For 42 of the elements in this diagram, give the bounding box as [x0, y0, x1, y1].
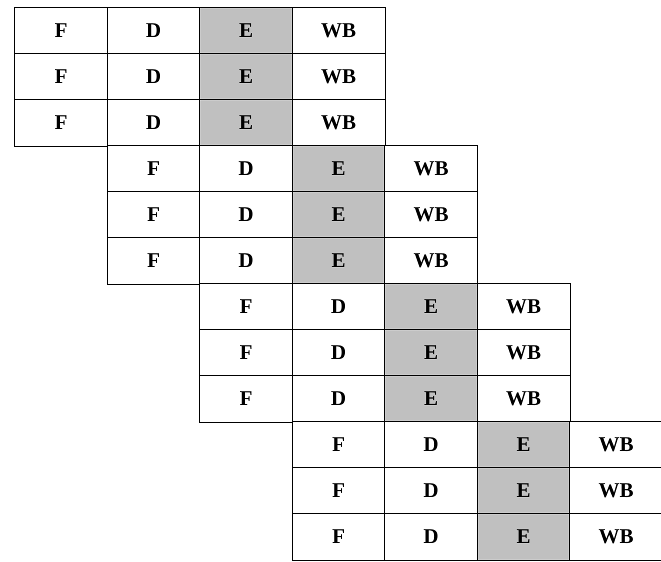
pipeline-stage-cell: E [384, 329, 478, 376]
pipeline-stage-cell: F [292, 513, 386, 560]
pipeline-stage-cell: F [106, 145, 200, 192]
pipeline-stage-cell: E [476, 513, 570, 560]
pipeline-stage-cell: F [292, 421, 386, 468]
pipeline-stage-cell: E [199, 53, 293, 100]
pipeline-stage-cell: WB [292, 53, 386, 100]
pipeline-stage-cell: E [292, 145, 386, 192]
pipeline-stage-cell: WB [384, 237, 478, 284]
pipeline-stage-cell: WB [292, 7, 386, 54]
pipeline-stage-cell: E [384, 283, 478, 330]
pipeline-stage-cell: WB [384, 191, 478, 238]
pipeline-stage-cell: F [14, 99, 108, 146]
pipeline-stage-cell: E [292, 191, 386, 238]
pipeline-stage-cell: E [199, 99, 293, 146]
pipeline-stage-cell: WB [569, 513, 661, 560]
pipeline-stage-cell: F [199, 283, 293, 330]
pipeline-stage-cell: E [476, 467, 570, 514]
pipeline-stage-cell: F [106, 191, 200, 238]
pipeline-stage-cell: WB [569, 467, 661, 514]
pipeline-stage-cell: WB [476, 283, 570, 330]
pipeline-stage-cell: WB [384, 145, 478, 192]
pipeline-stage-cell: F [106, 237, 200, 284]
pipeline-stage-cell: E [292, 237, 386, 284]
pipeline-stage-cell: E [199, 7, 293, 54]
pipeline-stage-cell: WB [476, 375, 570, 422]
pipeline-stage-cell: D [199, 191, 293, 238]
pipeline-stage-cell: F [199, 375, 293, 422]
pipeline-stage-cell: WB [292, 99, 386, 146]
pipeline-stage-cell: F [14, 7, 108, 54]
pipeline-stage-cell: F [14, 53, 108, 100]
pipeline-stage-cell: F [199, 329, 293, 376]
pipeline-stage-cell: E [384, 375, 478, 422]
pipeline-stage-cell: WB [569, 421, 661, 468]
pipeline-stage-cell: D [384, 513, 478, 560]
pipeline-stage-cell: E [476, 421, 570, 468]
pipeline-stage-cell: D [199, 237, 293, 284]
pipeline-stage-cell: D [199, 145, 293, 192]
pipeline-stage-cell: D [384, 467, 478, 514]
pipeline-stage-cell: WB [476, 329, 570, 376]
pipeline-stage-cell: D [384, 421, 478, 468]
pipeline-stage-cell: F [292, 467, 386, 514]
